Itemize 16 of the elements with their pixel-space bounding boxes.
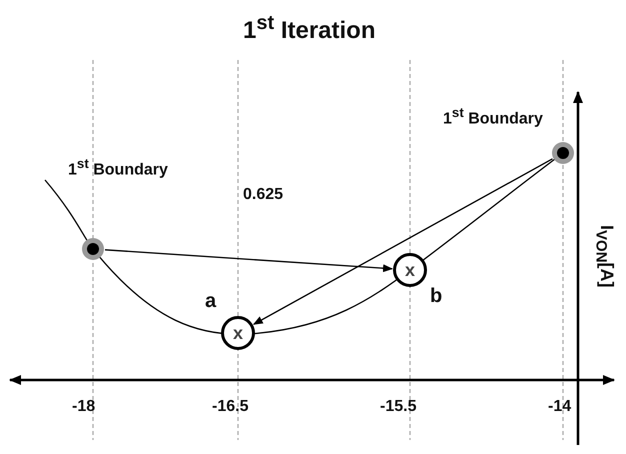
point-label: a (205, 290, 216, 313)
boundary-point (82, 238, 104, 260)
x-marker: x (221, 316, 255, 350)
point-label: b (430, 285, 442, 308)
edge-label: 0.625 (243, 186, 284, 204)
boundary-point (552, 142, 574, 164)
tick-label: -14 (548, 398, 572, 416)
arrow (104, 249, 394, 272)
boundary-label: 1$^{st}$ Boundary (443, 105, 543, 128)
arrow (252, 158, 553, 325)
tick-label: -15.5 (380, 398, 416, 416)
chart-title: 1$^{st}$ Iteration (243, 12, 376, 45)
tick-label: -16.5 (212, 398, 248, 416)
boundary-label: 1$^{st}$ Boundary (68, 156, 168, 180)
tick-label: -18 (72, 398, 96, 416)
x-marker: x (393, 253, 427, 287)
